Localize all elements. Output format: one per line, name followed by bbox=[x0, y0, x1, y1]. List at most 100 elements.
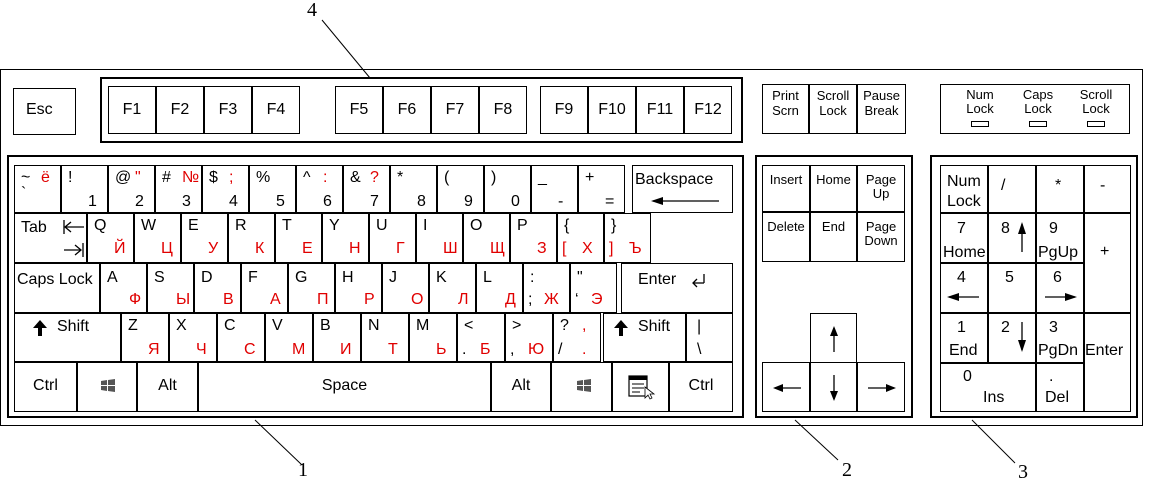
esc-key[interactable]: Esc bbox=[13, 88, 76, 135]
digit-key-2[interactable]: @"2 bbox=[108, 165, 155, 213]
digit-key-5[interactable]: %5 bbox=[249, 165, 296, 213]
letter-key-9[interactable]: :;Ж bbox=[523, 263, 570, 313]
page-down-key[interactable]: Page Down bbox=[857, 212, 905, 262]
f6-key[interactable]: F6 bbox=[383, 86, 431, 134]
letter-key-{[interactable]: {[Х bbox=[557, 213, 604, 263]
digit-key-8[interactable]: *8 bbox=[390, 165, 437, 213]
f7-key[interactable]: F7 bbox=[431, 86, 479, 134]
numpad-minus-key[interactable]: - bbox=[1084, 165, 1131, 213]
numpad-2-key[interactable]: 2 bbox=[988, 313, 1036, 363]
numpad-plus-key[interactable]: + bbox=[1084, 213, 1131, 313]
numpad-multiply-key[interactable]: * bbox=[1036, 165, 1084, 213]
numpad-9-key[interactable]: 9 PgUp bbox=[1036, 213, 1084, 263]
left-shift-key[interactable]: Shift bbox=[14, 313, 121, 362]
right-windows-key[interactable] bbox=[551, 362, 612, 412]
letter-key-9[interactable]: ?/,. bbox=[553, 313, 601, 362]
f12-key[interactable]: F12 bbox=[684, 86, 732, 134]
numpad-3-key[interactable]: 3 PgDn bbox=[1036, 313, 1084, 363]
f5-key[interactable]: F5 bbox=[335, 86, 383, 134]
digit-key-1[interactable]: !1 bbox=[61, 165, 108, 213]
delete-key[interactable]: Delete bbox=[762, 212, 810, 262]
digit-key-6[interactable]: ^:6 bbox=[296, 165, 343, 213]
right-ctrl-key[interactable]: Ctrl bbox=[669, 362, 733, 412]
f4-key[interactable]: F4 bbox=[252, 86, 300, 134]
f9-key[interactable]: F9 bbox=[540, 86, 588, 134]
numpad-4-key[interactable]: 4 bbox=[940, 263, 988, 313]
pause-break-key[interactable]: Pause Break bbox=[857, 84, 906, 134]
numpad-8-key[interactable]: 8 bbox=[988, 213, 1036, 263]
tab-key[interactable]: Tab bbox=[14, 213, 87, 263]
arrow-left-key[interactable] bbox=[762, 362, 810, 412]
numpad-5-key[interactable]: 5 bbox=[988, 263, 1036, 313]
end-key[interactable]: End bbox=[810, 212, 857, 262]
backslash-key[interactable]: | \ bbox=[686, 313, 733, 362]
enter-key[interactable]: Enter bbox=[621, 263, 733, 313]
digit-key-9[interactable]: (9 bbox=[437, 165, 484, 213]
backspace-key[interactable]: Backspace bbox=[632, 165, 733, 213]
arrow-up-key[interactable] bbox=[810, 313, 857, 363]
menu-key[interactable] bbox=[612, 362, 669, 412]
left-windows-key[interactable] bbox=[77, 362, 137, 412]
digit-key-10[interactable]: )0 bbox=[484, 165, 531, 213]
space-key[interactable]: Space bbox=[198, 362, 491, 412]
left-alt-key[interactable]: Alt bbox=[137, 362, 198, 412]
letter-key-10[interactable]: "‘Э bbox=[570, 263, 617, 313]
numpad-num-lock-key[interactable]: Num Lock bbox=[940, 165, 988, 213]
numpad-decimal-key[interactable]: . Del bbox=[1036, 363, 1084, 412]
numpad-divide-key[interactable]: / bbox=[988, 165, 1036, 213]
digit-key-11[interactable]: _- bbox=[531, 165, 578, 213]
numpad-7-key[interactable]: 7 Home bbox=[940, 213, 988, 263]
f10-key[interactable]: F10 bbox=[588, 86, 636, 134]
f3-key[interactable]: F3 bbox=[204, 86, 252, 134]
insert-key[interactable]: Insert bbox=[762, 165, 810, 212]
arrow-right-key[interactable] bbox=[857, 362, 905, 412]
numpad-0-key[interactable]: 0 Ins bbox=[940, 363, 1036, 412]
f8-key[interactable]: F8 bbox=[479, 86, 527, 134]
f1-key[interactable]: F1 bbox=[108, 86, 156, 134]
right-alt-key[interactable]: Alt bbox=[491, 362, 551, 412]
letter-key-7[interactable]: <.Б bbox=[457, 313, 505, 362]
digit-key-7[interactable]: &?7 bbox=[343, 165, 390, 213]
numpad-6-key[interactable]: 6 bbox=[1036, 263, 1084, 313]
digit-key-4[interactable]: $;4 bbox=[202, 165, 249, 213]
digit-key-12[interactable]: += bbox=[578, 165, 625, 213]
print-screen-key[interactable]: Print Scrn bbox=[762, 84, 809, 134]
right-shift-key[interactable]: Shift bbox=[603, 313, 686, 362]
digit-key-0[interactable]: ~ё` bbox=[14, 165, 61, 213]
caps-lock-key[interactable]: Caps Lock bbox=[14, 263, 100, 313]
home-key[interactable]: Home bbox=[810, 165, 857, 212]
letter-key-}[interactable]: }]Ъ bbox=[604, 213, 651, 263]
letter-key-8[interactable]: >,Ю bbox=[505, 313, 553, 362]
numpad-1-key[interactable]: 1 End bbox=[940, 313, 988, 363]
scroll-lock-key[interactable]: Scroll Lock bbox=[809, 84, 857, 134]
f11-key[interactable]: F11 bbox=[636, 86, 684, 134]
numpad-enter-key[interactable]: Enter bbox=[1084, 313, 1131, 412]
left-ctrl-key[interactable]: Ctrl bbox=[14, 362, 77, 412]
